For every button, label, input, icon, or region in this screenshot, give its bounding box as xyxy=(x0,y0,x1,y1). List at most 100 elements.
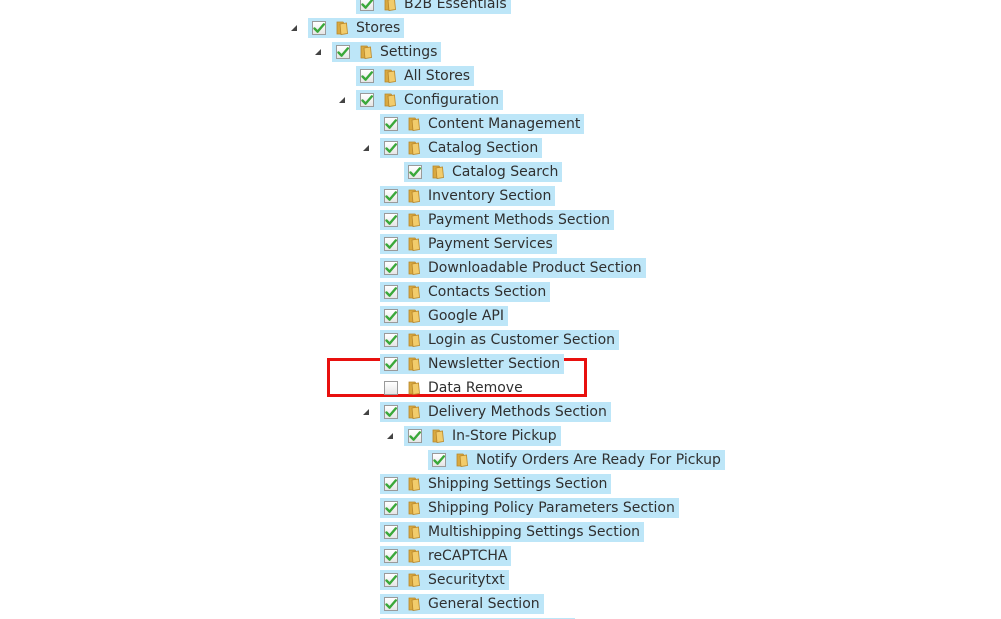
checkbox-icon[interactable] xyxy=(384,597,398,611)
check-icon xyxy=(361,0,373,9)
tree-node[interactable]: Stores xyxy=(308,18,405,38)
tree-node[interactable]: Securitytxt xyxy=(380,570,509,590)
check-icon xyxy=(385,239,397,249)
tree-node-label: Newsletter Section xyxy=(428,356,561,372)
tree-expander-icon[interactable] xyxy=(363,145,369,151)
folder-icon xyxy=(408,285,420,299)
checkbox-icon[interactable] xyxy=(384,261,398,275)
tree-node-label: In-Store Pickup xyxy=(452,428,557,444)
tree-node-row: Multishipping Settings Section xyxy=(380,522,645,542)
tree-node[interactable]: Payment Methods Section xyxy=(380,210,615,230)
tree-node[interactable]: Newsletter Section xyxy=(380,354,565,374)
folder-icon xyxy=(408,597,420,611)
tree-node[interactable]: Shipping Policy Parameters Section xyxy=(380,498,679,518)
tree-node-row: Catalog Search xyxy=(404,162,563,182)
tree-expander-icon[interactable] xyxy=(363,409,369,415)
tree-node-label: B2B Essentials xyxy=(404,0,507,12)
tree-node-row: Shipping Policy Parameters Section xyxy=(380,498,679,518)
tree-node[interactable]: Configuration xyxy=(356,90,503,110)
checkbox-icon[interactable] xyxy=(384,309,398,323)
tree-node-label: Login as Customer Section xyxy=(428,332,616,348)
tree-node-row: Configuration xyxy=(356,90,503,110)
tree-node-label: Configuration xyxy=(404,92,499,108)
tree-node[interactable]: Contacts Section xyxy=(380,282,551,302)
tree-expander-icon[interactable] xyxy=(291,25,297,31)
checkbox-icon[interactable] xyxy=(408,165,422,179)
tree-node-row: Stores xyxy=(308,18,405,38)
check-icon xyxy=(385,551,397,561)
tree-node[interactable]: reCAPTCHA xyxy=(380,546,512,566)
tree-node-label: Payment Methods Section xyxy=(428,212,611,228)
tree-node-label: Stores xyxy=(356,20,401,36)
check-icon xyxy=(385,191,397,201)
checkbox-icon[interactable] xyxy=(384,333,398,347)
tree-node-row: Settings xyxy=(332,42,442,62)
checkbox-icon[interactable] xyxy=(384,405,398,419)
check-icon xyxy=(313,23,325,33)
tree-node[interactable]: Shipping Settings Section xyxy=(380,474,612,494)
check-icon xyxy=(385,575,397,585)
tree-node-label: Catalog Search xyxy=(452,164,559,180)
tree-node[interactable]: B2B Essentials xyxy=(356,0,511,14)
tree-node[interactable]: Content Management xyxy=(380,114,585,134)
tree-node-row: Securitytxt xyxy=(380,570,509,590)
tree-node-row: Delivery Methods Section xyxy=(380,402,611,422)
checkbox-icon[interactable] xyxy=(384,285,398,299)
tree-node-label: Google API xyxy=(428,308,504,324)
folder-icon xyxy=(408,381,420,395)
checkbox-icon[interactable] xyxy=(360,93,374,107)
tree-expander-icon[interactable] xyxy=(339,97,345,103)
tree-node[interactable]: Data Remove xyxy=(380,378,527,398)
tree-node[interactable]: Google API xyxy=(380,306,508,326)
tree-node[interactable]: Downloadable Product Section xyxy=(380,258,646,278)
tree-node[interactable]: Delivery Methods Section xyxy=(380,402,611,422)
tree-node[interactable]: All Stores xyxy=(356,66,475,86)
tree-expander-icon[interactable] xyxy=(315,49,321,55)
checkbox-icon[interactable] xyxy=(384,549,398,563)
tree-node[interactable]: Payment Services xyxy=(380,234,557,254)
folder-icon xyxy=(408,549,420,563)
tree-node[interactable]: Catalog Search xyxy=(404,162,563,182)
checkbox-icon[interactable] xyxy=(384,501,398,515)
checkbox-icon[interactable] xyxy=(384,189,398,203)
folder-icon xyxy=(408,405,420,419)
checkbox-icon[interactable] xyxy=(360,69,374,83)
checkbox-icon[interactable] xyxy=(384,141,398,155)
checkbox-icon[interactable] xyxy=(384,525,398,539)
tree-node[interactable]: Multishipping Settings Section xyxy=(380,522,645,542)
tree-node-row: Data Remove xyxy=(380,378,527,398)
tree-node[interactable]: In-Store Pickup xyxy=(404,426,561,446)
tree-node[interactable]: Inventory Section xyxy=(380,186,556,206)
tree-node-label: Settings xyxy=(380,44,438,60)
checkbox-icon[interactable] xyxy=(384,357,398,371)
folder-icon xyxy=(384,69,396,83)
tree-node-row: Payment Methods Section xyxy=(380,210,615,230)
check-icon xyxy=(385,503,397,513)
checkbox-icon[interactable] xyxy=(432,453,446,467)
checkbox-icon[interactable] xyxy=(384,477,398,491)
tree-node-label: Multishipping Settings Section xyxy=(428,524,641,540)
folder-icon xyxy=(336,21,348,35)
checkbox-icon[interactable] xyxy=(384,381,398,395)
checkbox-icon[interactable] xyxy=(312,21,326,35)
checkbox-icon[interactable] xyxy=(408,429,422,443)
checkbox-icon[interactable] xyxy=(384,213,398,227)
tree-node-row: Login as Customer Section xyxy=(380,330,620,350)
tree-node-label: Shipping Policy Parameters Section xyxy=(428,500,675,516)
tree-expander-icon[interactable] xyxy=(387,433,393,439)
checkbox-icon[interactable] xyxy=(384,117,398,131)
tree-node[interactable]: Catalog Section xyxy=(380,138,543,158)
tree-node[interactable]: General Section xyxy=(380,594,544,614)
checkbox-icon[interactable] xyxy=(384,237,398,251)
tree-node[interactable]: Settings xyxy=(332,42,442,62)
tree-node[interactable]: Notify Orders Are Ready For Pickup xyxy=(428,450,725,470)
checkbox-icon[interactable] xyxy=(360,0,374,11)
checkbox-icon[interactable] xyxy=(384,573,398,587)
folder-icon xyxy=(408,117,420,131)
tree-node[interactable]: Login as Customer Section xyxy=(380,330,620,350)
tree-node-row: General Section xyxy=(380,594,544,614)
checkbox-icon[interactable] xyxy=(336,45,350,59)
folder-icon xyxy=(408,237,420,251)
check-icon xyxy=(385,407,397,417)
tree-node-label: Contacts Section xyxy=(428,284,547,300)
